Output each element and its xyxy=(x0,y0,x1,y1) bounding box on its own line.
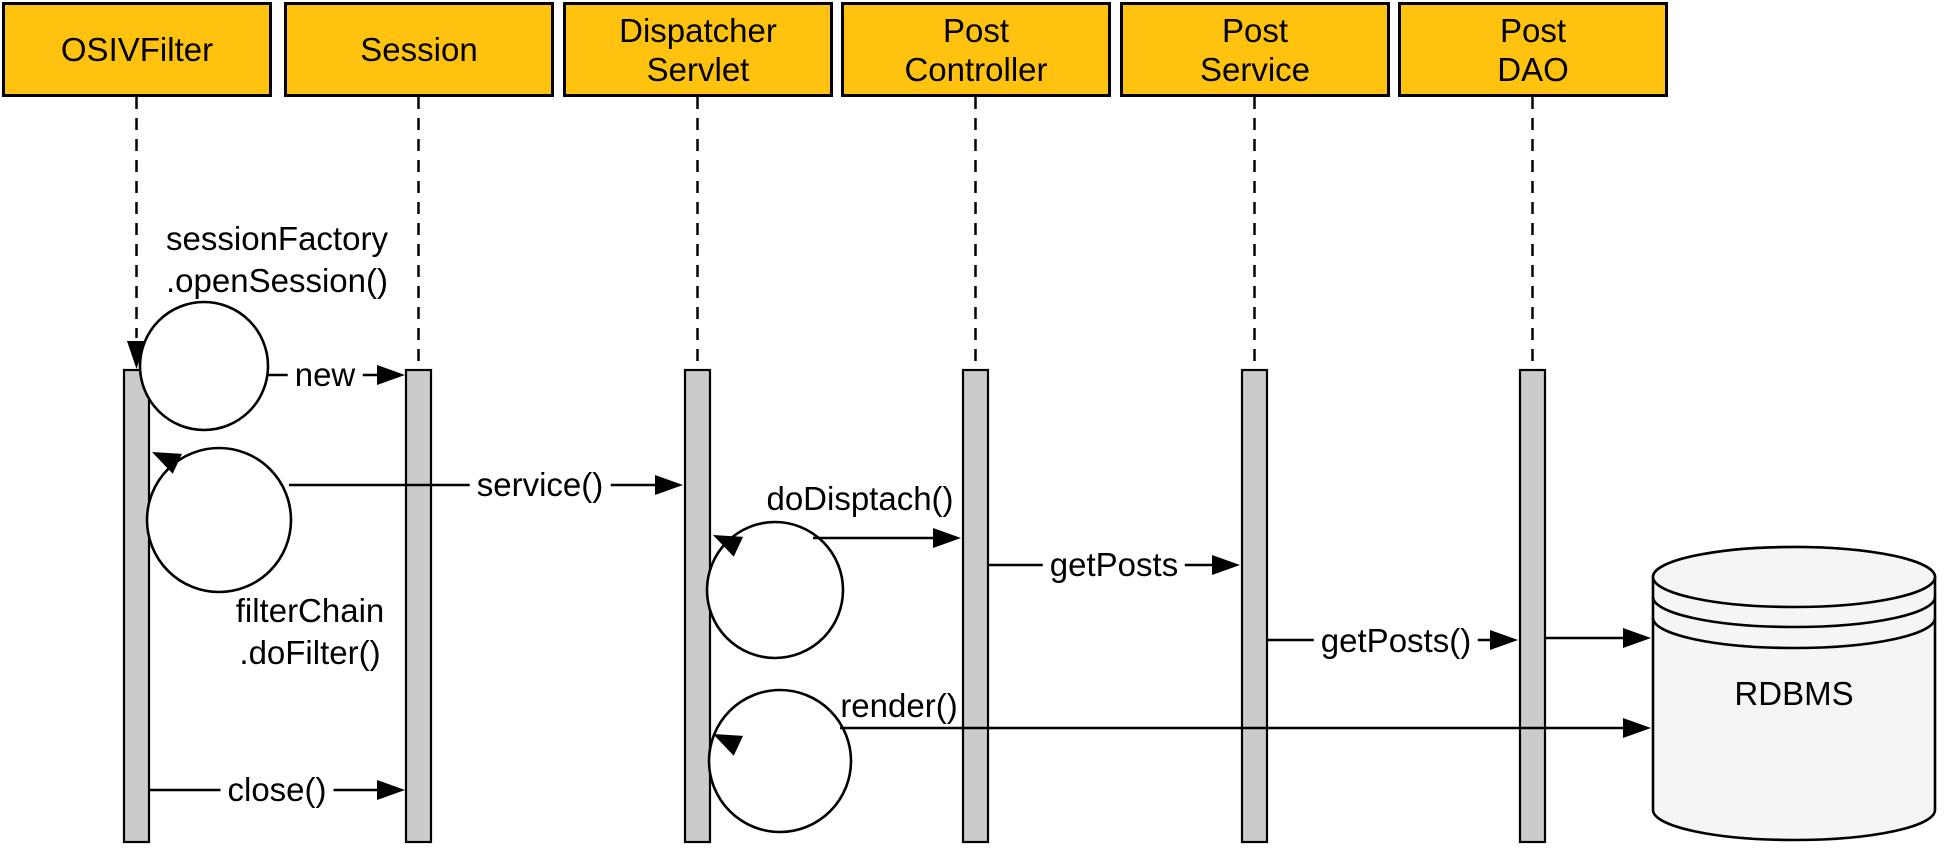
lifelines xyxy=(135,97,1534,370)
actor-label: Post xyxy=(1221,11,1289,49)
label-close: close() xyxy=(220,769,334,811)
rdbms-cylinder-top xyxy=(1651,545,1937,609)
label-get-posts: getPosts xyxy=(1042,544,1186,586)
label-service: service() xyxy=(469,464,611,506)
label-render: render() xyxy=(840,687,958,724)
loop-render xyxy=(707,688,853,834)
activation-bar-session xyxy=(404,368,433,844)
arrowhead-dao-to-rdbms xyxy=(1623,628,1651,648)
arrowhead-get-posts xyxy=(1212,555,1240,575)
arrowhead-do-dispatch-loop xyxy=(713,535,744,557)
loop-do-dispatch xyxy=(705,520,845,660)
arrowhead-service xyxy=(655,475,683,495)
rdbms-disc-line-2 xyxy=(1651,617,1937,650)
label-get-posts-call: getPosts() xyxy=(1313,620,1479,662)
arrowhead-new xyxy=(377,365,405,385)
arrowhead-get-posts-call xyxy=(1490,630,1518,650)
arrowhead-do-dispatch xyxy=(933,528,961,548)
message-lines xyxy=(150,373,1647,792)
self-call-loops xyxy=(138,300,853,834)
rdbms-cylinder xyxy=(1651,545,1937,842)
actor-label: Post xyxy=(1499,11,1567,49)
actor-session: Session xyxy=(284,2,554,97)
label-new: new xyxy=(287,354,363,396)
actor-label: Session xyxy=(360,31,478,68)
arrowheads xyxy=(127,341,1651,800)
actor-label: Post xyxy=(942,11,1010,49)
activation-bar-dispatcher-servlet xyxy=(683,368,712,844)
arrowhead-lifeline-into-bar xyxy=(127,341,146,369)
actor-label: Dispatcher xyxy=(619,11,777,49)
rdbms-disc-line-1 xyxy=(1651,596,1937,629)
label-rdbms: RDBMS xyxy=(1734,675,1854,712)
actor-osiv-filter: OSIVFilter xyxy=(2,2,272,97)
activation-bar-post-dao xyxy=(1518,368,1547,844)
label-do-dispatch: doDisptach() xyxy=(766,480,954,517)
arrowhead-close xyxy=(377,780,405,800)
loop-do-filter xyxy=(145,446,293,594)
activation-bar-osiv-filter xyxy=(122,368,151,844)
label-open-session: sessionFactory .openSession() xyxy=(166,220,388,299)
activation-bars xyxy=(122,368,1547,844)
label-do-filter: filterChain .doFilter() xyxy=(235,592,385,671)
activation-bar-post-service xyxy=(1240,368,1269,844)
arrowhead-render-loop xyxy=(713,734,744,756)
arrowhead-render-to-rdbms xyxy=(1623,718,1651,738)
loop-open-session xyxy=(138,300,270,432)
activation-bar-post-controller xyxy=(961,368,990,844)
arrowhead-do-filter-loop xyxy=(152,452,183,474)
actor-label: OSIVFilter xyxy=(60,31,214,68)
